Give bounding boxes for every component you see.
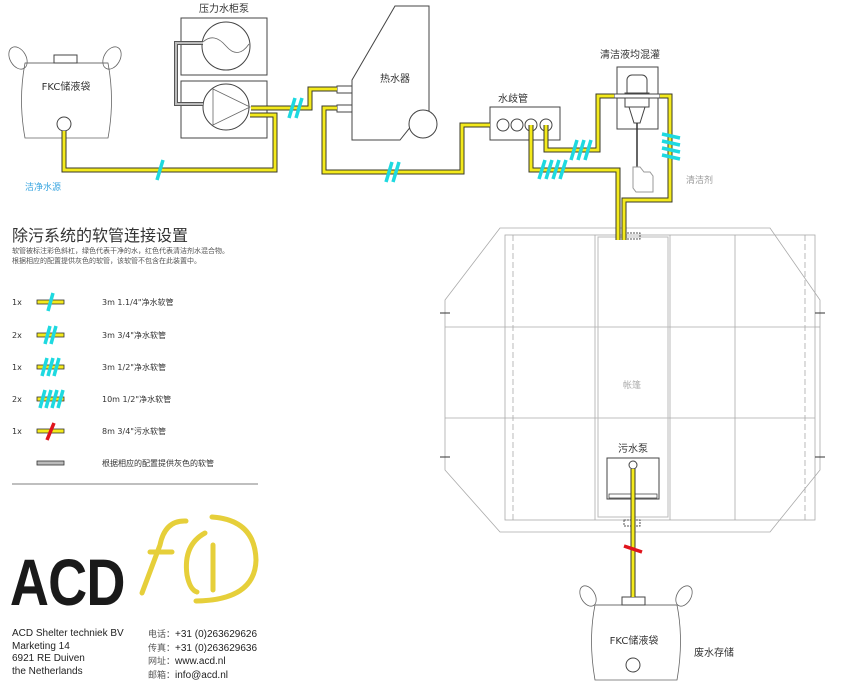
hoses (61, 86, 673, 597)
clean-water-bag: FKC储液袋 (8, 46, 122, 139)
svg-text:3m 1.1/4"净水软管: 3m 1.1/4"净水软管 (102, 297, 174, 307)
web-label: 网址： (148, 656, 176, 666)
detergent-label: 清洁剂 (686, 174, 713, 186)
tent-label: 帐篷 (623, 379, 641, 391)
hose-marks (155, 97, 681, 554)
legend: 除污系统的软管连接设置 软管被标注彩色斜杠，绿色代表干净的水，红色代表清洁剂水混… (12, 226, 258, 485)
pressure-pump: 压力水柜泵 (180, 2, 268, 139)
mail-link[interactable]: info@acd.nl (175, 669, 228, 681)
fax-label: 传真： (148, 642, 176, 653)
svg-text:3m 3/4"净水软管: 3m 3/4"净水软管 (102, 330, 166, 340)
fci-logo (139, 514, 259, 604)
sewage-pump-label: 污水泵 (618, 443, 648, 455)
legend-item: 2x 3m 3/4"净水软管 (12, 325, 166, 345)
svg-text:1x: 1x (12, 298, 22, 307)
manifold-label: 水歧管 (498, 92, 528, 105)
company-city: 6921 RE Duiven (12, 653, 85, 664)
company-country: the Netherlands (12, 665, 83, 677)
svg-text:8m 3/4"污水软管: 8m 3/4"污水软管 (102, 426, 166, 436)
mixer-label: 清洁液均混灌 (600, 48, 660, 61)
svg-text:2x: 2x (12, 331, 22, 340)
water-heater: 热水器 (336, 5, 438, 141)
fax-value: +31 (0)263629636 (175, 642, 258, 654)
company-name: ACD Shelter techniek BV (12, 628, 124, 639)
water-manifold: 水歧管 (489, 92, 561, 141)
svg-text:3m 1/2"净水软管: 3m 1/2"净水软管 (102, 362, 166, 372)
contact-info: 电话：+31 (0)263629626 传真：+31 (0)263629636 … (148, 628, 257, 682)
mail-label: 邮箱： (148, 669, 176, 680)
legend-desc-1: 软管被标注彩色斜杠，绿色代表干净的水，红色代表清洁剂水混合物。 (12, 246, 229, 255)
legend-item: 1x 3m 1.1/4"净水软管 (12, 292, 174, 312)
company-address: ACD Shelter techniek BV Marketing 14 692… (12, 628, 124, 678)
legend-item: 1x 3m 1/2"净水软管 (12, 357, 166, 377)
pressure-pump-label: 压力水柜泵 (199, 2, 249, 15)
waste-bag-label: FKC储液袋 (610, 634, 659, 647)
svg-text:根据相应的配置提供灰色的软管: 根据相应的配置提供灰色的软管 (102, 458, 214, 468)
detergent-mixer: 清洁液均混灌 (600, 48, 661, 193)
company-street: Marketing 14 (12, 640, 70, 652)
tel-value: +31 (0)263629626 (175, 629, 258, 640)
legend-item: 2x 10m 1/2"净水软管 (12, 389, 171, 409)
svg-text:1x: 1x (12, 427, 22, 436)
svg-text:10m 1/2"净水软管: 10m 1/2"净水软管 (102, 394, 171, 404)
acd-logo: ACD (10, 545, 125, 619)
legend-item: 1x 8m 3/4"污水软管 (12, 422, 166, 441)
legend-desc-2: 根据相应的配置提供灰色的软管，该软管不包含在此装置中。 (12, 256, 201, 265)
waste-water-bag: FKC储液袋 (579, 585, 693, 681)
heater-label: 热水器 (380, 72, 410, 85)
tel-label: 电话： (148, 629, 176, 639)
svg-text:1x: 1x (12, 363, 22, 372)
legend-item: 根据相应的配置提供灰色的软管 (36, 458, 214, 468)
clean-bag-label: FKC储液袋 (42, 80, 91, 93)
legend-title: 除污系统的软管连接设置 (12, 226, 188, 245)
svg-text:2x: 2x (12, 395, 22, 404)
waste-storage-label: 废水存储 (694, 646, 734, 659)
web-link[interactable]: www.acd.nl (175, 656, 226, 667)
clean-source-label: 洁净水源 (25, 181, 61, 193)
